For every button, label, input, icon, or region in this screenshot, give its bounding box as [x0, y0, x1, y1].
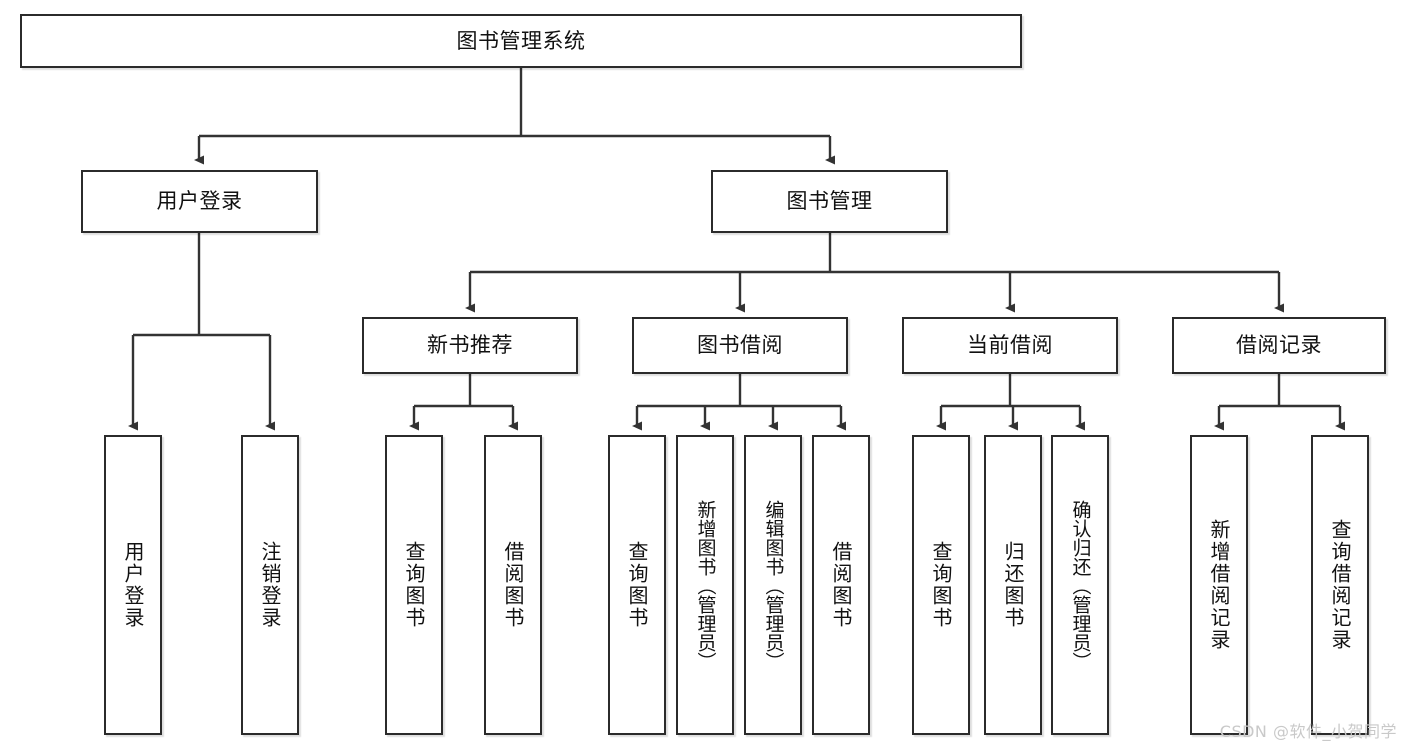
- connector-root-to-level2: [194, 68, 835, 165]
- leaf-user-logout[interactable]: 注销登录: [241, 435, 299, 735]
- node-label: 编辑图书（管理员）: [762, 499, 785, 671]
- node-label: 确认归还（管理员）: [1069, 499, 1092, 671]
- leaf-query-book-current[interactable]: 查询图书: [912, 435, 970, 735]
- leaf-user-login[interactable]: 用户登录: [104, 435, 162, 735]
- node-label: 当前借阅: [967, 333, 1053, 358]
- connector-userlogin-to-leaves: [128, 233, 275, 431]
- leaf-borrow-book-recommend[interactable]: 借阅图书: [484, 435, 542, 735]
- leaf-query-book-borrow[interactable]: 查询图书: [608, 435, 666, 735]
- leaf-query-book-recommend[interactable]: 查询图书: [385, 435, 443, 735]
- connector-current-to-leaves: [936, 374, 1085, 431]
- leaf-add-book-admin[interactable]: 新增图书（管理员）: [676, 435, 734, 735]
- node-current-borrow[interactable]: 当前借阅: [902, 317, 1118, 374]
- leaf-borrow-book[interactable]: 借阅图书: [812, 435, 870, 735]
- connector-newbook-to-leaves: [409, 374, 518, 431]
- node-label: 查询图书: [929, 541, 953, 629]
- node-book-management[interactable]: 图书管理: [711, 170, 948, 233]
- node-root-system[interactable]: 图书管理系统: [20, 14, 1022, 68]
- node-label: 借阅图书: [501, 541, 525, 629]
- leaf-edit-book-admin[interactable]: 编辑图书（管理员）: [744, 435, 802, 735]
- leaf-return-book[interactable]: 归还图书: [984, 435, 1042, 735]
- node-label: 归还图书: [1001, 541, 1025, 629]
- csdn-watermark: CSDN @软件_小贺同学: [1219, 722, 1397, 741]
- connector-borrow-to-leaves: [632, 374, 846, 431]
- leaf-add-borrow-record[interactable]: 新增借阅记录: [1190, 435, 1248, 735]
- node-label: 查询图书: [402, 541, 426, 629]
- node-label: 借阅记录: [1236, 333, 1322, 358]
- node-new-book-recommend[interactable]: 新书推荐: [362, 317, 578, 374]
- node-book-borrow[interactable]: 图书借阅: [632, 317, 848, 374]
- leaf-query-borrow-record[interactable]: 查询借阅记录: [1311, 435, 1369, 735]
- node-label: 图书管理系统: [456, 28, 586, 53]
- node-label: 注销登录: [258, 541, 282, 629]
- node-label: 查询图书: [625, 541, 649, 629]
- node-user-login[interactable]: 用户登录: [81, 170, 318, 233]
- node-label: 新增借阅记录: [1207, 519, 1231, 651]
- node-label: 借阅图书: [829, 541, 853, 629]
- connector-records-to-leaves: [1214, 374, 1345, 431]
- leaf-confirm-return-admin[interactable]: 确认归还（管理员）: [1051, 435, 1109, 735]
- node-label: 新增图书（管理员）: [694, 499, 717, 671]
- node-label: 新书推荐: [427, 333, 513, 358]
- node-label: 用户登录: [121, 541, 145, 629]
- node-label: 图书借阅: [697, 333, 783, 358]
- node-label: 用户登录: [156, 189, 243, 214]
- node-label: 图书管理: [786, 189, 873, 214]
- connector-bookmgmt-to-level3: [465, 233, 1284, 313]
- node-borrow-records[interactable]: 借阅记录: [1172, 317, 1386, 374]
- node-label: 查询借阅记录: [1328, 519, 1352, 651]
